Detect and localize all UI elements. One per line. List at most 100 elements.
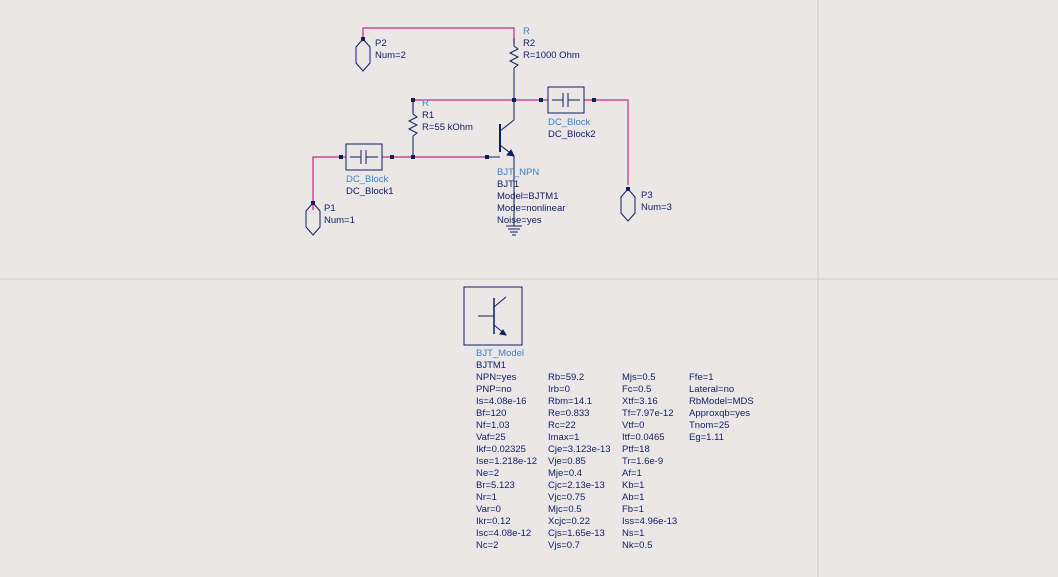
resistor-r2-name: R2	[523, 38, 536, 49]
port-p3[interactable]	[620, 187, 636, 222]
model-param: Tnom=25	[689, 420, 730, 431]
resistor-r1-value: R=55 kOhm	[422, 122, 473, 133]
dc-block-1-label: DC_Block DC_Block1	[346, 174, 394, 198]
model-param: Vaf=25	[476, 432, 506, 443]
model-param: Fb=1	[622, 504, 644, 515]
bjt-model-type: BJT_Model	[476, 348, 525, 359]
port-p2[interactable]	[355, 37, 371, 72]
resistor-r2-type: R	[523, 26, 530, 37]
dc-block-1-name: DC_Block1	[346, 186, 394, 197]
dc-block-2-type: DC_Block	[548, 117, 591, 128]
model-param: Mje=0.4	[548, 468, 583, 479]
model-param: Af=1	[622, 468, 642, 479]
model-param: Nr=1	[476, 492, 497, 503]
dc-block-2-label: DC_Block DC_Block2	[548, 117, 596, 141]
bjt-model: Model=BJTM1	[497, 191, 559, 202]
model-param: Nk=0.5	[622, 540, 653, 551]
model-param: Mjc=0.5	[548, 504, 582, 515]
port-p1[interactable]	[305, 201, 321, 236]
resistor-r2[interactable]	[508, 38, 520, 102]
model-param: Kb=1	[622, 480, 645, 491]
model-param: Cjs=1.65e-13	[548, 528, 605, 539]
model-param: Imax=1	[548, 432, 580, 443]
model-param: Cje=3.123e-13	[548, 444, 611, 455]
model-param: Xcjc=0.22	[548, 516, 590, 527]
model-param: Var=0	[476, 504, 501, 515]
wire-p2-r2	[362, 27, 515, 44]
port-p1-name: P1	[324, 203, 336, 214]
resistor-r1-type: R	[422, 98, 429, 109]
resistor-r1-label: R R1 R=55 kOhm	[422, 98, 473, 134]
model-param: Rb=59.2	[548, 372, 585, 383]
model-param: Br=5.123	[476, 480, 515, 491]
model-param: Rc=22	[548, 420, 576, 431]
model-param: Ne=2	[476, 468, 499, 479]
bjt-type: BJT_NPN	[497, 167, 540, 178]
model-param: Mjs=0.5	[622, 372, 656, 383]
dc-block-2-name: DC_Block2	[548, 129, 596, 140]
wire-dcblock2-p3	[584, 99, 629, 185]
model-param: Irb=0	[548, 384, 570, 395]
model-param: Vjc=0.75	[548, 492, 586, 503]
port-p2-name: P2	[375, 38, 387, 49]
model-param: Eg=1.11	[689, 432, 724, 443]
bjt-noise: Noise=yes	[497, 215, 542, 226]
model-param: Nc=2	[476, 540, 499, 551]
model-param: Lateral=no	[689, 384, 735, 395]
model-param: RbModel=MDS	[689, 396, 754, 407]
model-param: Ise=1.218e-12	[476, 456, 538, 467]
model-param: Cjc=2.13e-13	[548, 480, 605, 491]
port-p1-label: P1 Num=1	[324, 203, 355, 227]
resistor-r1[interactable]	[407, 98, 419, 159]
port-p1-num: Num=1	[324, 215, 355, 226]
model-param: Approxqb=yes	[689, 408, 750, 419]
model-param: Re=0.833	[548, 408, 590, 419]
dc-block-1[interactable]	[339, 143, 394, 171]
model-param: Bf=120	[476, 408, 507, 419]
port-p2-label: P2 Num=2	[375, 38, 406, 62]
bjt-npn-transistor[interactable]	[485, 102, 515, 226]
model-param: Vje=0.85	[548, 456, 586, 467]
bjt-name: BJT1	[497, 179, 520, 190]
model-param: Tf=7.97e-12	[622, 408, 674, 419]
model-param: Ab=1	[622, 492, 645, 503]
bjt-model-symbol[interactable]	[463, 286, 523, 346]
model-param: Vtf=0	[622, 420, 645, 431]
model-param: Vjs=0.7	[548, 540, 580, 551]
resistor-r2-value: R=1000 Ohm	[523, 50, 580, 61]
model-param: PNP=no	[476, 384, 512, 395]
resistor-r1-name: R1	[422, 110, 435, 121]
dc-block-2[interactable]	[539, 86, 596, 114]
model-param: Ikf=0.02325	[476, 444, 526, 455]
model-param: Is=4.08e-16	[476, 396, 527, 407]
model-param: Tr=1.6e-9	[622, 456, 664, 467]
port-p3-name: P3	[641, 190, 653, 201]
model-param: Xtf=3.16	[622, 396, 658, 407]
dc-block-1-type: DC_Block	[346, 174, 389, 185]
bjt-label: BJT_NPN BJT1 Model=BJTM1 Mode=nonlinear …	[497, 167, 565, 227]
model-param: Itf=0.0465	[622, 432, 665, 443]
model-param: Iss=4.96e-13	[622, 516, 678, 527]
port-p2-num: Num=2	[375, 50, 406, 61]
model-param: Fc=0.5	[622, 384, 652, 395]
model-param: Ikr=0.12	[476, 516, 511, 527]
bjt-model-name: BJTM1	[476, 360, 507, 371]
ground-icon	[506, 225, 522, 236]
bjt-mode: Mode=nonlinear	[497, 203, 566, 214]
bjt-model-header: BJT_Model BJTM1	[476, 348, 524, 372]
model-param: Isc=4.08e-12	[476, 528, 532, 539]
wire-p1-dcblock1	[312, 156, 346, 210]
port-p3-num: Num=3	[641, 202, 672, 213]
model-param: NPN=yes	[476, 372, 517, 383]
resistor-r2-label: R R2 R=1000 Ohm	[523, 26, 580, 62]
port-p3-label: P3 Num=3	[641, 190, 672, 214]
model-param: Ptf=18	[622, 444, 650, 455]
model-param: Ns=1	[622, 528, 645, 539]
model-param: Nf=1.03	[476, 420, 510, 431]
model-param: Ffe=1	[689, 372, 714, 383]
